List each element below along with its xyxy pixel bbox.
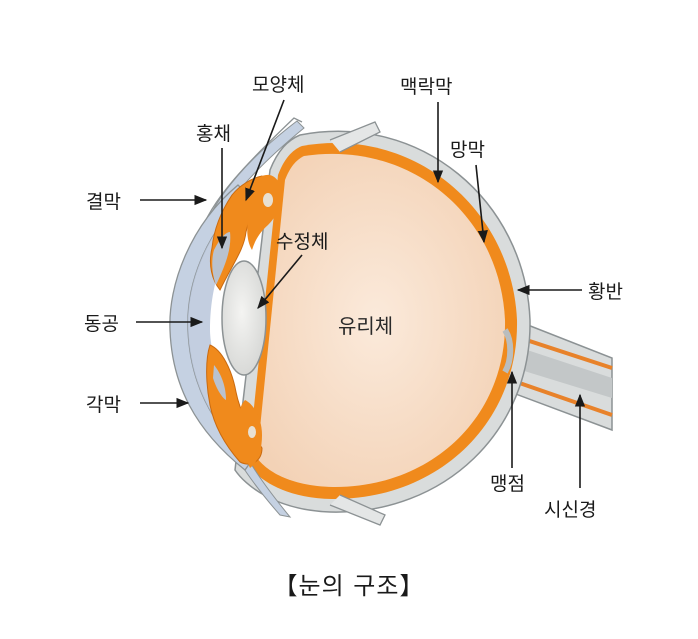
label-choroid: 맥락막 <box>400 76 452 98</box>
diagram-caption: 【눈의 구조】 <box>274 572 425 600</box>
leader-lines <box>136 99 586 488</box>
sclera-outer-edge-bottom <box>329 494 386 526</box>
label-blind-spot: 맹점 <box>490 473 525 495</box>
label-vitreous: 유리체 <box>338 314 393 338</box>
iris-lower-gray <box>213 365 226 400</box>
label-macula: 황반 <box>588 281 623 303</box>
label-optic-nerve: 시신경 <box>544 499 596 521</box>
label-pupil: 동공 <box>84 313 119 335</box>
anterior-chamber <box>187 195 252 460</box>
leader-ciliary-body <box>245 99 285 202</box>
label-retina: 망막 <box>450 139 485 161</box>
sclera-outer-edge <box>329 121 381 153</box>
label-conjunctiva: 결막 <box>86 191 121 213</box>
vitreous-body <box>257 153 506 488</box>
ciliary-body-upper <box>247 174 282 250</box>
ciliary-spot <box>248 426 256 438</box>
label-ciliary-body: 모양체 <box>252 74 304 96</box>
leader-lens <box>257 254 303 309</box>
ciliary-spot <box>263 193 273 207</box>
label-lens: 수정체 <box>276 231 328 253</box>
label-cornea: 각막 <box>86 394 121 416</box>
leader-retina <box>475 164 488 244</box>
lens <box>221 260 267 376</box>
optic-disc <box>502 328 514 374</box>
label-iris: 홍채 <box>196 123 231 145</box>
